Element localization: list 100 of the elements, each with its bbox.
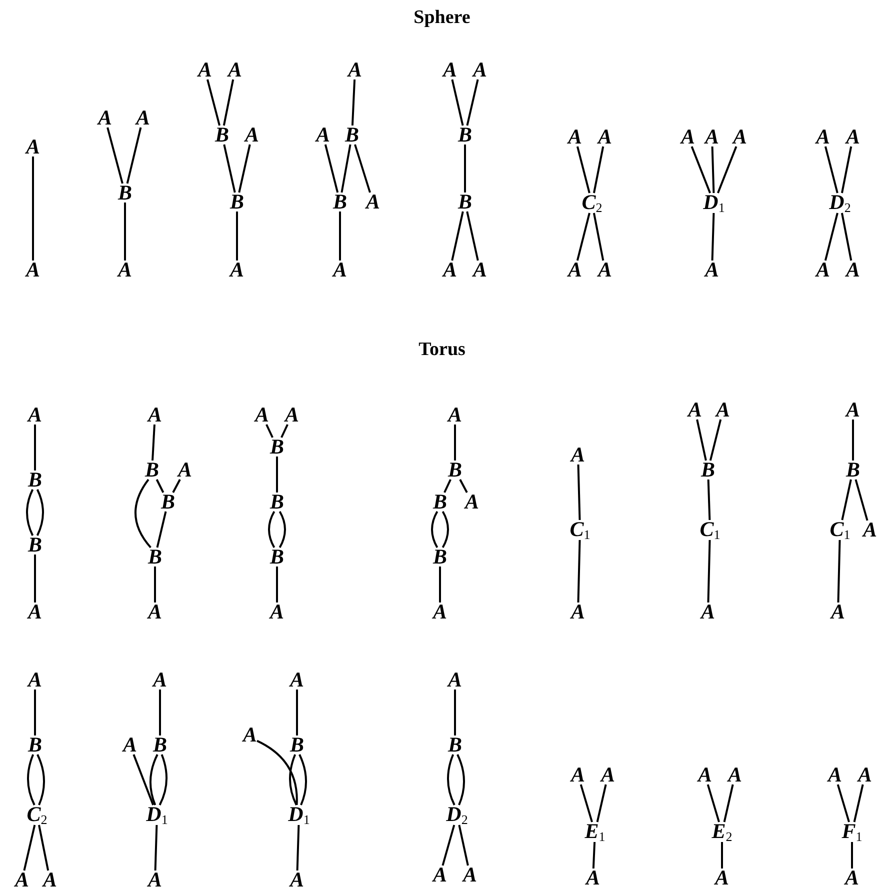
edge-line [324, 144, 339, 193]
edge-line [592, 146, 604, 194]
edge-line [464, 144, 466, 192]
edge-line [837, 540, 841, 603]
edge-line [156, 511, 167, 548]
vertex-label: A [697, 764, 713, 786]
edge-line [836, 784, 850, 822]
vertex-label: A [600, 764, 616, 786]
edge-line [577, 464, 581, 520]
vertex-label: A [244, 124, 260, 146]
vertex-label: A [332, 258, 348, 282]
vertex-label: B [289, 734, 305, 756]
edge-line [27, 754, 36, 806]
edge-line [124, 202, 126, 260]
edge-line [38, 824, 50, 871]
edge-line [156, 479, 164, 493]
edge-line [278, 511, 286, 548]
vertex-label: C$_{1}$ [698, 518, 722, 542]
vertex-label: A [827, 764, 843, 786]
edge-line [296, 824, 300, 871]
edge-line [466, 211, 479, 261]
vertex-label: A [269, 600, 285, 624]
edge-line [451, 211, 464, 261]
edge-line [851, 842, 853, 868]
vertex-label: D$_{1}$ [287, 803, 311, 827]
vertex-label: A [732, 126, 748, 148]
vertex-label: A [42, 868, 58, 890]
vertex-label: A [570, 600, 586, 624]
edge-line [459, 479, 468, 493]
edge-line [172, 479, 181, 493]
vertex-label: B [27, 534, 43, 556]
edge-line [717, 146, 738, 194]
edge-line [339, 212, 341, 260]
vertex-label: A [815, 126, 831, 148]
edge-line [298, 754, 307, 806]
vertex-label: A [147, 404, 163, 426]
vertex-label: A [315, 124, 331, 146]
vertex-label: B [214, 124, 230, 146]
vertex-label: D$_{2}$ [828, 191, 852, 215]
edge-line [223, 144, 236, 193]
vertex-label: A [14, 868, 30, 890]
vertex-label: A [447, 404, 463, 426]
vertex-label: A [727, 764, 743, 786]
vertex-label: C$_{2}$ [580, 191, 604, 215]
vertex-label: B [332, 190, 348, 214]
vertex-label: A [570, 764, 586, 786]
vertex-label: A [567, 258, 583, 282]
vertex-label: B [269, 436, 285, 458]
edge-line [268, 511, 276, 548]
vertex-label: A [570, 444, 586, 466]
vertex-label: A [714, 866, 730, 890]
edge-line [696, 419, 707, 461]
vertex-label: A [597, 258, 613, 282]
vertex-label: A [472, 58, 488, 82]
vertex-label: A [715, 398, 731, 422]
edge-line [280, 424, 288, 438]
vertex-label: A [472, 258, 488, 282]
edge-line [709, 419, 722, 461]
vertex-label: A [844, 866, 860, 890]
edge-line [236, 212, 238, 260]
edge-line [222, 79, 234, 126]
vertex-label: B [160, 490, 176, 514]
vertex-label: A [704, 126, 720, 148]
vertex-label: A [447, 668, 463, 692]
vertex-label: B [344, 124, 360, 146]
edge-line [824, 146, 838, 194]
vertex-label: A [845, 398, 861, 422]
vertex-label: A [700, 600, 716, 624]
edge-line [451, 79, 464, 126]
vertex-label: B [432, 490, 448, 514]
vertex-label: A [585, 866, 601, 890]
edge-line [351, 79, 356, 126]
edge-line [840, 212, 852, 261]
vertex-label: A [25, 136, 41, 158]
edge-line [238, 144, 251, 193]
vertex-label: A [289, 868, 305, 890]
edge-line [106, 127, 124, 184]
vertex-label: B [457, 190, 473, 214]
edge-line [592, 842, 596, 869]
vertex-label: A [680, 126, 696, 148]
vertex-label: A [122, 734, 138, 756]
vertex-label: A [242, 724, 258, 746]
edge-line [444, 479, 452, 493]
vertex-label: C$_{1}$ [568, 518, 592, 542]
vertex-label: A [845, 126, 861, 148]
edge-line [354, 144, 371, 193]
vertex-label: B [457, 124, 473, 146]
edge-line [36, 754, 45, 806]
edge-line [34, 424, 36, 470]
vertex-label: A [845, 258, 861, 282]
edge-line [592, 212, 604, 261]
vertex-label: A [432, 600, 448, 624]
vertex-label: B [147, 546, 163, 568]
vertex-label: A [97, 106, 113, 130]
edge-line [596, 784, 607, 822]
edge-line [266, 424, 274, 438]
vertex-label: C$_{1}$ [828, 518, 852, 542]
edge-line [707, 540, 711, 603]
vertex-label: A [147, 868, 163, 890]
vertex-label: B [152, 734, 168, 756]
